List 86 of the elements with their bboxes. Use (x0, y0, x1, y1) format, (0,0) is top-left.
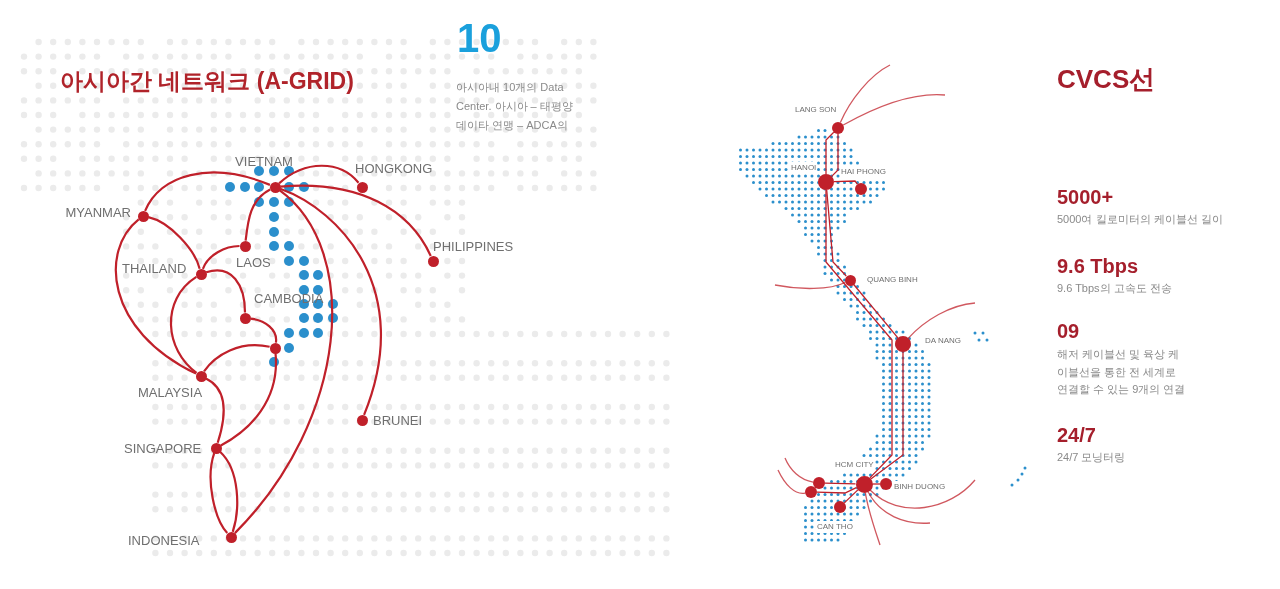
cable-line (148, 216, 201, 269)
city-dot (225, 531, 237, 543)
city-dot (210, 442, 222, 454)
city-dot (356, 414, 368, 426)
cable-line (144, 171, 271, 212)
cable-line (824, 482, 857, 485)
cable-line (244, 188, 271, 241)
cable-line (201, 244, 240, 270)
city-dot (832, 122, 844, 134)
cable-line (867, 490, 931, 524)
cable-line (816, 487, 857, 494)
city-dot (239, 312, 251, 324)
cable-line (864, 491, 881, 546)
description-text: 아시아내 10개의 Data Center. 아시아 – 태평양 데이타 연맹 – ADCA의 (456, 80, 574, 133)
cable-line (203, 344, 270, 373)
cable-line (250, 317, 278, 343)
section-title: CVCS선 (1057, 63, 1156, 96)
stat-number: 9.6 Tbps (1057, 255, 1139, 278)
cable-line (870, 351, 904, 480)
cable-line (825, 189, 893, 479)
cable-line (115, 218, 197, 375)
city-label: THAILAND (122, 260, 187, 276)
cable-line (842, 94, 946, 126)
stat-number: 24/7 (1057, 424, 1096, 447)
cable-line (907, 302, 976, 339)
stat-caption: 해저 케이블선 및 육상 케이블선을 통한 전 세계로 연결할 수 있는 9개의 연결 (1057, 347, 1187, 397)
city-dot (356, 181, 368, 193)
stat-caption: 24/7 모닝터링 (1057, 450, 1126, 465)
cable-line (871, 483, 881, 485)
cable-line (220, 353, 277, 447)
cable-line (852, 283, 899, 339)
cable-line (826, 189, 847, 277)
city-dot (195, 370, 207, 382)
cable-line (843, 489, 859, 504)
cable-line (869, 479, 976, 509)
cable-line (833, 180, 859, 185)
cable-line (169, 276, 198, 374)
city-dot (195, 268, 207, 280)
city-label: HANOI (790, 162, 818, 174)
cable-line (774, 281, 846, 290)
city-label: QUANG BINH (866, 274, 919, 286)
city-label: BRUNEI (373, 412, 423, 428)
city-dot (834, 501, 846, 513)
city-label: MALAYSIA (138, 384, 203, 400)
cable-line (839, 64, 891, 124)
stat-number: 10 (457, 16, 502, 61)
city-label: CAMBODIA (254, 290, 324, 306)
cable-line (279, 187, 382, 416)
stat-number: 09 (1057, 320, 1080, 343)
city-dot (818, 174, 834, 190)
city-dot (844, 274, 856, 286)
city-label: LAOS (236, 254, 271, 270)
city-label: CAN THO (816, 521, 854, 533)
cable-line (205, 377, 225, 444)
cable-line (777, 469, 806, 494)
city-label: SINGAPORE (124, 440, 202, 456)
cable-line (784, 457, 814, 483)
cable-line (205, 269, 247, 313)
cable-line (280, 184, 432, 257)
city-label: MYANMAR (65, 204, 131, 220)
city-label: HCM CITY (834, 459, 875, 471)
city-dot (269, 342, 281, 354)
city-label: VIETNAM (235, 153, 293, 169)
city-dot (269, 181, 281, 193)
cable-line (234, 189, 334, 534)
city-label: PHILIPPINES (433, 238, 514, 254)
city-dot (880, 478, 892, 490)
city-dot (813, 477, 825, 489)
stat-caption: 9.6 Tbps의 고속도 전송 (1057, 281, 1172, 296)
city-dot (895, 336, 911, 352)
cable-line (278, 164, 360, 185)
stat-caption: 5000여 킬로미터의 케이블선 길이 (1057, 212, 1223, 227)
cable-line (825, 131, 835, 175)
city-dot (137, 210, 149, 222)
city-dot (427, 255, 439, 267)
city-dot (239, 240, 251, 252)
cable-line (209, 452, 229, 534)
cable-line (219, 450, 239, 533)
map-title: 아시아간 네트워크 (A-GRID) (60, 67, 354, 96)
city-label: HONGKONG (355, 160, 433, 176)
stat-number: 5000+ (1057, 186, 1114, 209)
city-dot (855, 183, 867, 195)
city-label: HAI PHONG (840, 166, 887, 178)
cable-line (831, 133, 839, 177)
city-label: INDONESIA (128, 532, 200, 548)
city-dot (805, 486, 817, 498)
